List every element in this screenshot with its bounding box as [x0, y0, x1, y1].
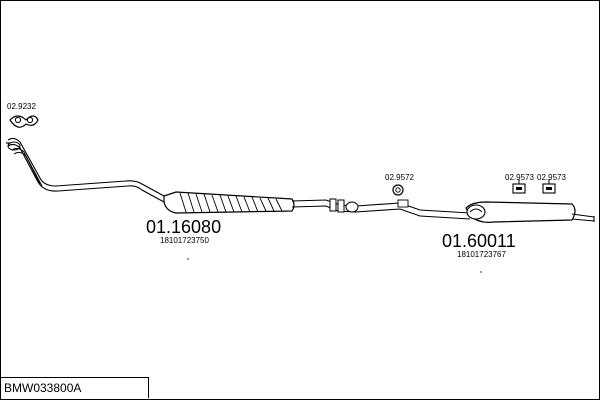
leader-dot — [187, 258, 189, 260]
part-code-02-9232: 02.9232 — [7, 102, 36, 111]
front-silencer-01-16080[interactable] — [163, 191, 295, 214]
rubber-hanger-02-9573-b[interactable] — [542, 179, 556, 194]
part-code-01-16080: 01.16080 — [146, 217, 221, 237]
part-code-01-60011: 01.60011 — [442, 231, 516, 251]
assembly-code: BMW033800A — [0, 377, 149, 398]
oe-number-18101723767: 18101723767 — [457, 250, 506, 259]
leader-dot — [480, 271, 482, 273]
part-code-02-9573-b: 02.9573 — [537, 173, 566, 182]
rear-silencer-01-60011[interactable] — [465, 201, 595, 223]
front-pipe[interactable] — [6, 137, 165, 203]
oe-number-18101723750: 18101723750 — [160, 236, 209, 245]
intermediate-pipe[interactable] — [291, 198, 471, 220]
part-code-02-9573-a: 02.9573 — [505, 173, 534, 182]
rubber-hanger-02-9573-a[interactable] — [512, 179, 526, 194]
rubber-mount-02-9572[interactable] — [392, 184, 404, 196]
part-code-02-9572: 02.9572 — [385, 173, 414, 182]
gasket-02-9232[interactable] — [9, 115, 39, 128]
